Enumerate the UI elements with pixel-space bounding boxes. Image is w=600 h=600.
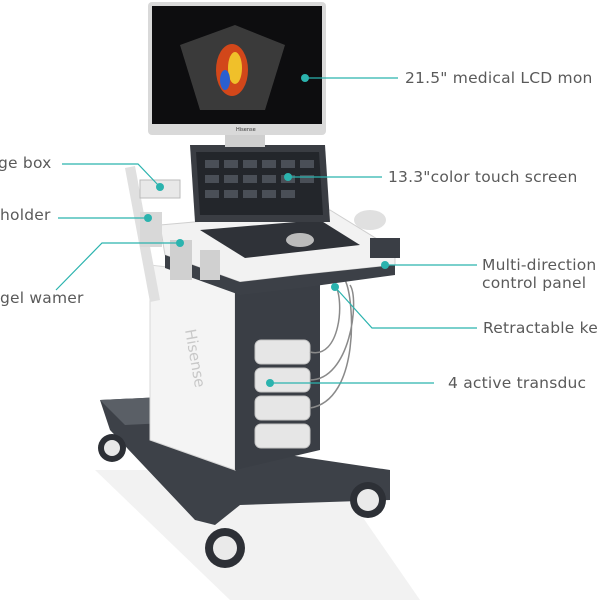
callout-control-panel-line1: Multi-direction — [482, 256, 597, 274]
transducer-ports — [254, 339, 311, 449]
floor-shadow — [95, 470, 420, 600]
callout-touch-screen: 13.3"color touch screen — [388, 168, 578, 186]
monitor-brand: Hisense — [236, 127, 256, 133]
callout-dots — [144, 74, 389, 387]
callout-control-panel-line2: control panel — [482, 274, 587, 292]
callout-holder: holder — [0, 206, 51, 224]
callout-keyboard: Retractable ke — [483, 319, 599, 337]
lcd-monitor: Hisense — [148, 2, 326, 135]
callout-gel-warmer: gel wamer — [0, 289, 84, 307]
wheels — [98, 434, 386, 568]
callout-monitor: 21.5" medical LCD mon — [405, 69, 593, 87]
callout-storage-box: ge box — [0, 154, 52, 172]
touch-screen — [190, 145, 330, 222]
callout-transducers: 4 active transduc — [448, 374, 587, 392]
callout-lines — [55, 77, 477, 384]
